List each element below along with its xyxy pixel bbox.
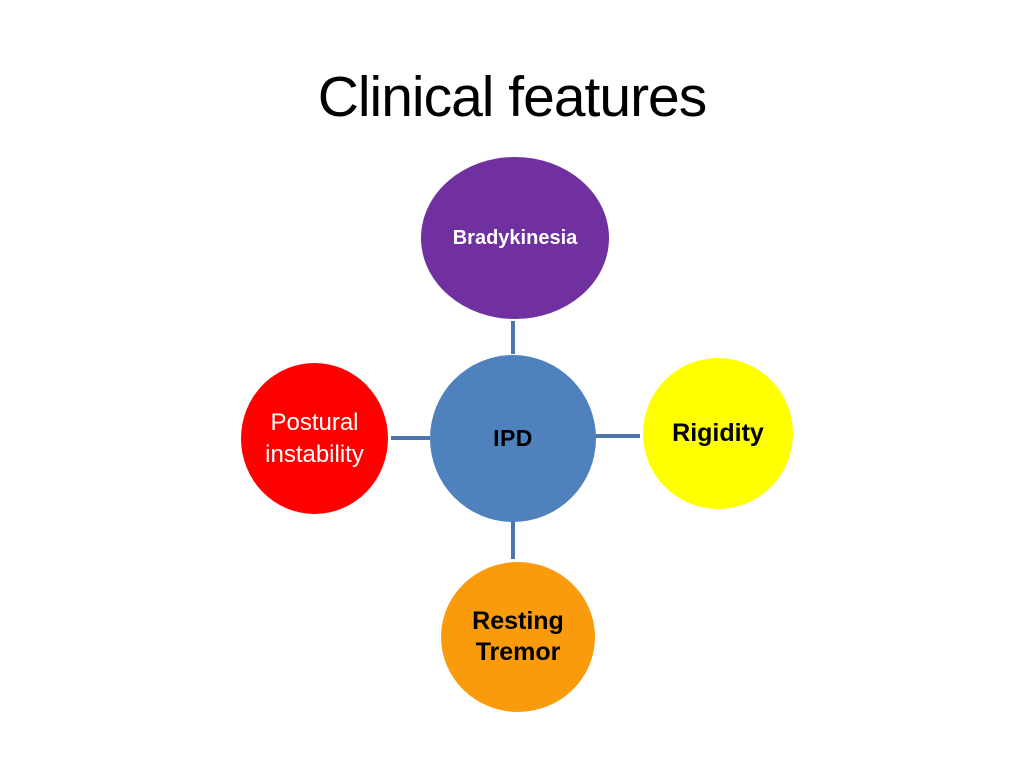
node-label-bradykinesia: Bradykinesia bbox=[452, 226, 578, 249]
slide-title: Clinical features bbox=[317, 65, 708, 129]
node-label-postural-instability-line2: instability bbox=[265, 440, 364, 468]
connector-center-to-right bbox=[595, 434, 640, 438]
diagram-node-bradykinesia: Bradykinesia bbox=[421, 157, 609, 319]
node-label-postural-instability: Postural instability bbox=[265, 407, 364, 469]
diagram-node-postural-instability: Postural instability bbox=[241, 363, 388, 514]
connector-center-to-top bbox=[511, 321, 515, 354]
node-label-ipd: IPD bbox=[493, 425, 533, 451]
connector-center-to-left bbox=[391, 436, 430, 440]
node-label-resting-tremor: Resting Tremor bbox=[472, 606, 564, 669]
node-label-rigidity: Rigidity bbox=[672, 419, 764, 447]
node-label-resting-tremor-line2: Tremor bbox=[475, 638, 561, 666]
diagram-node-ipd: IPD bbox=[430, 355, 596, 522]
node-label-postural-instability-line1: Postural bbox=[270, 409, 359, 437]
diagram-node-resting-tremor: Resting Tremor bbox=[441, 562, 595, 712]
diagram-node-rigidity: Rigidity bbox=[643, 358, 793, 509]
connector-center-to-bottom bbox=[511, 522, 515, 559]
node-label-resting-tremor-line1: Resting bbox=[472, 606, 564, 635]
